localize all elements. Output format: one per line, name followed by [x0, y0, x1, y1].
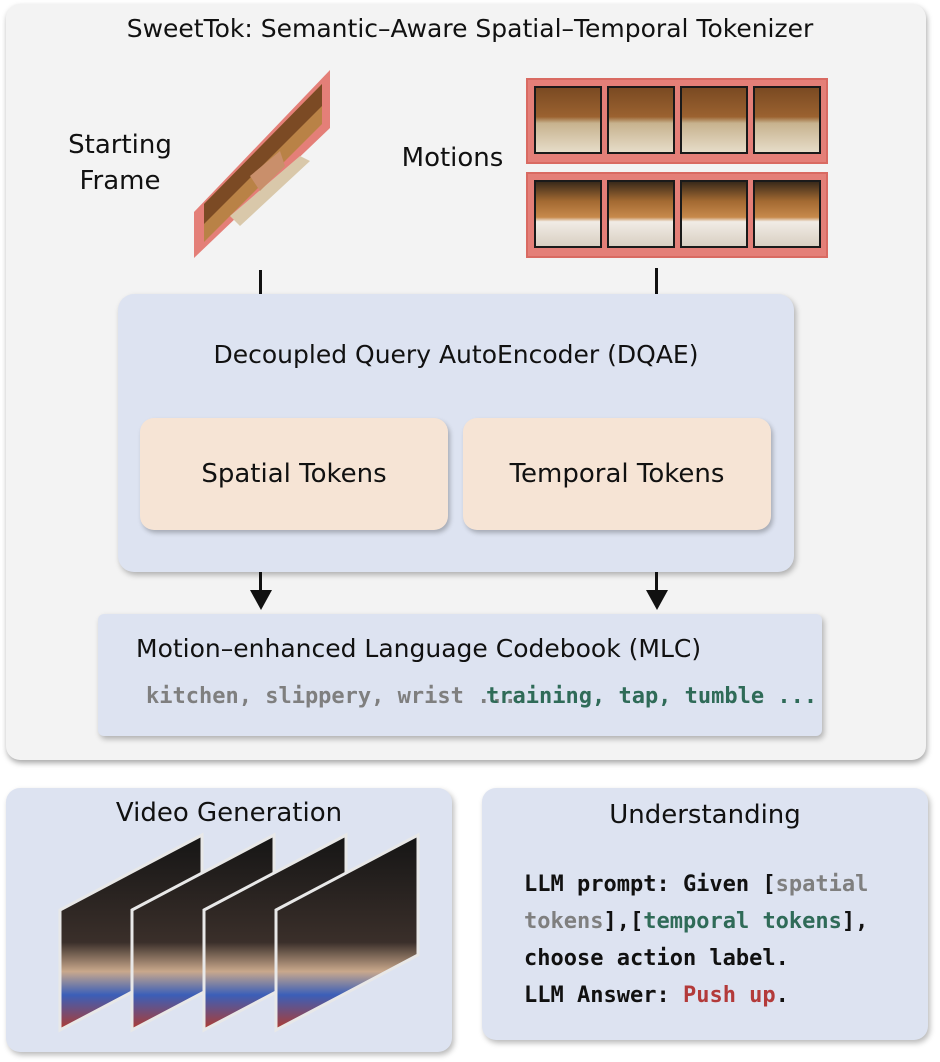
answer-line: LLM Answer: Push up.: [524, 983, 789, 1008]
starting-frame-label-line1: Starting: [68, 130, 172, 160]
connector-line: [655, 268, 658, 294]
starting-frame-label-line2: Frame: [79, 166, 161, 196]
motion-strip-2: [526, 172, 828, 258]
video-generation-title: Video Generation: [115, 798, 343, 828]
motion-frame: [607, 86, 675, 154]
arrow-shaft: [259, 572, 262, 592]
prompt-line-1: LLM prompt: Given [spatial: [524, 872, 869, 897]
understanding-title: Understanding: [609, 800, 801, 830]
motion-frame: [680, 86, 748, 154]
motion-frame: [534, 86, 602, 154]
connector-line: [259, 270, 262, 294]
video-frame: [274, 832, 420, 1033]
prompt-line-3: choose action label.: [524, 946, 789, 971]
arrow-head: [250, 590, 272, 610]
llm-prompt-text: LLM prompt: Given [spatial tokens],[temp…: [524, 866, 920, 1014]
arrow-head: [646, 590, 668, 610]
generated-video-frames: [58, 832, 420, 1033]
starting-frame-label: Starting Frame: [40, 127, 200, 199]
motion-strip-1: [526, 78, 828, 164]
arrow-shaft: [655, 572, 658, 592]
temporal-tokens-box: Temporal Tokens: [463, 418, 771, 530]
figure-title: SweetTok: Semantic–Aware Spatial–Tempora…: [126, 14, 814, 43]
spatial-tokens-box: Spatial Tokens: [140, 418, 448, 530]
motion-frame: [753, 180, 821, 248]
spatial-codewords: kitchen, slippery, wrist ...: [146, 684, 517, 709]
temporal-token-ref: temporal tokens: [643, 909, 842, 934]
starting-frame-image: [194, 70, 330, 258]
temporal-codewords: training, tap, tumble ...: [486, 684, 818, 709]
understanding-panel: [482, 788, 928, 1040]
mlc-title: Motion–enhanced Language Codebook (MLC): [136, 634, 702, 663]
motion-frame: [753, 86, 821, 154]
motion-frame: [680, 180, 748, 248]
spatial-token-ref: spatial: [775, 872, 869, 897]
mlc-panel: [98, 614, 822, 736]
dqae-title: Decoupled Query AutoEncoder (DQAE): [213, 340, 699, 369]
prompt-line-2: tokens],[temporal tokens],: [524, 909, 869, 934]
motion-frame: [607, 180, 675, 248]
spatial-token-ref-2: tokens: [524, 909, 604, 934]
motions-label: Motions: [401, 143, 504, 173]
llm-answer: Push up: [682, 983, 776, 1008]
motion-frame: [534, 180, 602, 248]
